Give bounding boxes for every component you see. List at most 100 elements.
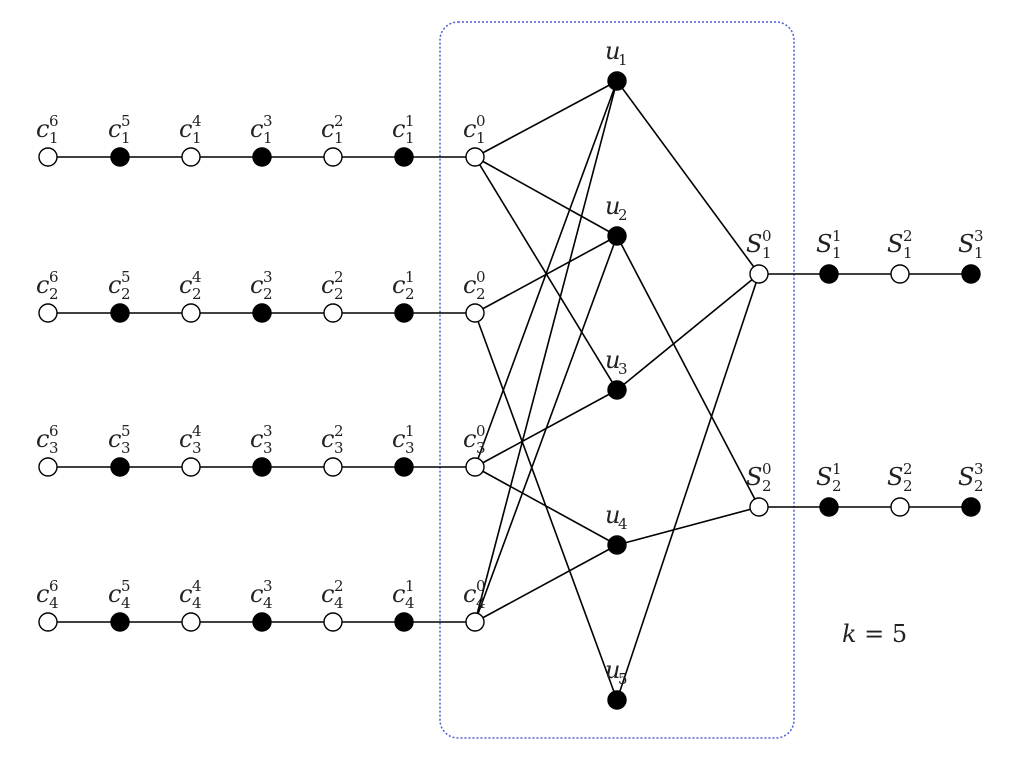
edge-u5-s1 [616, 273, 760, 701]
node-s1-2 [890, 264, 910, 284]
edge-u1-s1 [616, 80, 760, 275]
node-c2-5 [110, 303, 130, 323]
edge-c4-u2 [474, 235, 618, 623]
node-u5 [607, 690, 627, 710]
label-u3: u3 [605, 346, 628, 378]
node-c2-6 [38, 303, 58, 323]
node-c2-3 [252, 303, 272, 323]
node-c3-2 [323, 457, 343, 477]
edge-c3-u4 [474, 466, 618, 546]
node-c1-2 [323, 147, 343, 167]
label-u1: u1 [605, 37, 628, 69]
node-s2-1 [819, 497, 839, 517]
node-c1-5 [110, 147, 130, 167]
node-c2-4 [181, 303, 201, 323]
node-s1-3 [961, 264, 981, 284]
node-c3-1 [394, 457, 414, 477]
node-c3-3 [252, 457, 272, 477]
node-c1-0 [465, 147, 485, 167]
node-c4-4 [181, 612, 201, 632]
edge-c3-u1 [474, 80, 618, 468]
edge-u4-s2 [616, 506, 760, 546]
node-u4 [607, 535, 627, 555]
node-c1-6 [38, 147, 58, 167]
node-c3-5 [110, 457, 130, 477]
node-u3 [607, 380, 627, 400]
node-c1-4 [181, 147, 201, 167]
node-c3-6 [38, 457, 58, 477]
edge-c1-u2 [474, 156, 618, 237]
node-c4-2 [323, 612, 343, 632]
node-c2-0 [465, 303, 485, 323]
edge-c4-u4 [474, 544, 618, 623]
node-s2-2 [890, 497, 910, 517]
node-u2 [607, 226, 627, 246]
node-c2-1 [394, 303, 414, 323]
edge-u2-s2 [616, 235, 760, 508]
label-u5: u5 [605, 656, 628, 688]
node-c1-3 [252, 147, 272, 167]
label-u4: u4 [605, 501, 628, 533]
node-c4-3 [252, 612, 272, 632]
label-u2: u2 [605, 192, 628, 224]
nodes-layer [38, 71, 981, 710]
node-c1-1 [394, 147, 414, 167]
node-s1-1 [819, 264, 839, 284]
node-c2-2 [323, 303, 343, 323]
node-s2-0 [749, 497, 769, 517]
edge-c1-u1 [474, 80, 618, 158]
node-c3-0 [465, 457, 485, 477]
node-c4-5 [110, 612, 130, 632]
node-s2-3 [961, 497, 981, 517]
k-label: k = 5 [842, 620, 907, 648]
node-c3-4 [181, 457, 201, 477]
node-c4-1 [394, 612, 414, 632]
node-u1 [607, 71, 627, 91]
node-c4-6 [38, 612, 58, 632]
edges-layer [48, 80, 971, 701]
region-box [439, 21, 795, 739]
edge-u3-s1 [616, 273, 760, 391]
edge-c4-u1 [474, 80, 618, 623]
node-c4-0 [465, 612, 485, 632]
node-s1-0 [749, 264, 769, 284]
